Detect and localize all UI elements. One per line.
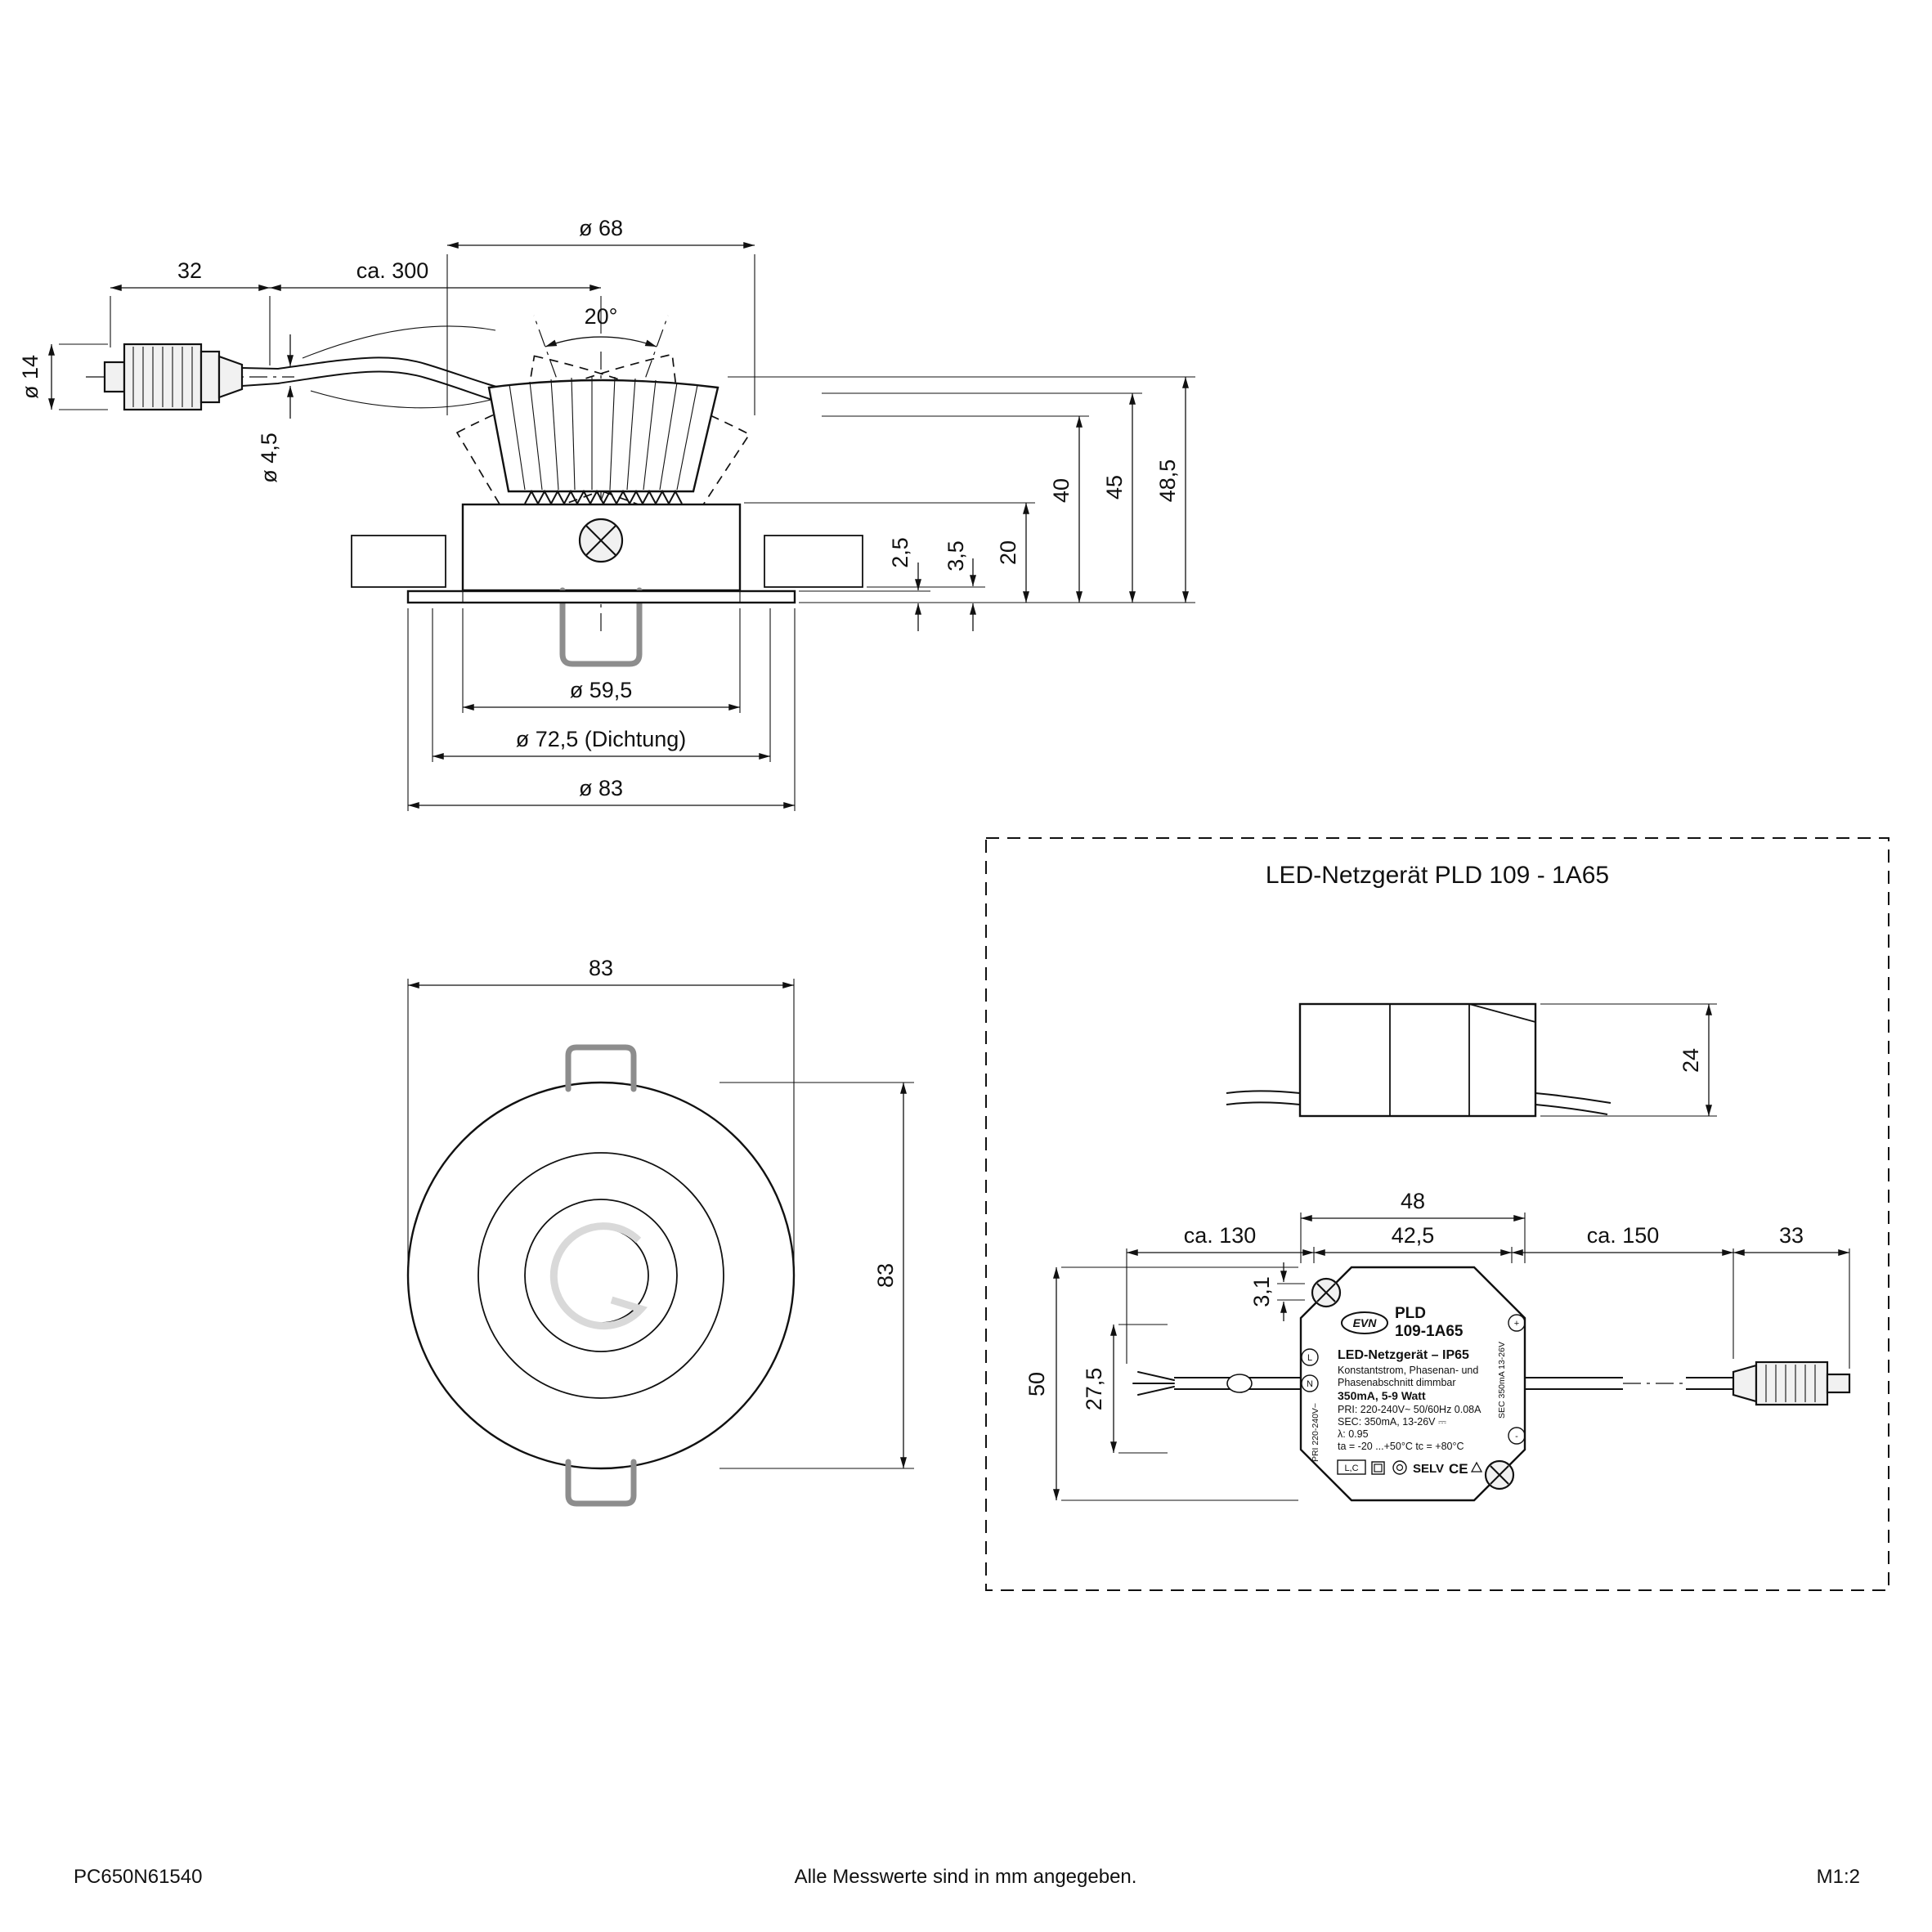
dim-body-height: 50 <box>1024 1372 1049 1396</box>
dim-diameter-top: ø 68 <box>579 216 623 240</box>
dim-body-width: 48 <box>1401 1189 1425 1213</box>
dim-inner-width: 42,5 <box>1392 1223 1435 1248</box>
evn-logo <box>1341 1311 1388 1334</box>
front-view: 83 83 <box>406 956 914 1507</box>
tilt-outlines <box>455 353 751 525</box>
pri-side: PRI 220-240V~ <box>1311 1403 1320 1462</box>
ce-mark: CE <box>1449 1461 1468 1477</box>
selv-mark: SELV <box>1413 1462 1444 1476</box>
dim-outer-diameter: ø 83 <box>579 776 623 800</box>
lc-box <box>1337 1459 1366 1475</box>
driver-body <box>1298 1002 1537 1118</box>
brand-text: EVN <box>1353 1316 1378 1329</box>
connector-nut <box>199 350 221 404</box>
cable <box>241 325 516 409</box>
mounting-housing <box>406 503 796 667</box>
dim-cable-length: ca. 300 <box>356 258 429 283</box>
ceiling-section <box>351 535 863 588</box>
driver-octagon <box>1299 1266 1526 1502</box>
terminal-plus-icon <box>1508 1314 1526 1332</box>
cable-break-symbol <box>1226 1374 1253 1393</box>
terminal-l-icon <box>1301 1348 1319 1366</box>
dim-cable-diameter: ø 4,5 <box>257 433 281 483</box>
model-line1: PLD <box>1395 1305 1426 1322</box>
ceiling-left <box>351 535 446 588</box>
trim-outer-circle <box>406 1081 796 1470</box>
dim-connector-length-2: 33 <box>1779 1223 1804 1248</box>
driver-cable-left <box>1132 1371 1301 1396</box>
dim-cable-offset: 27,5 <box>1082 1368 1106 1411</box>
connector-barrel-2 <box>1755 1360 1829 1406</box>
lens-watermark <box>549 1222 648 1330</box>
warning-triangle-icon <box>1470 1461 1483 1473</box>
temp-line: ta = -20 ...+50°C tc = +80°C <box>1338 1441 1464 1452</box>
connector-gland <box>217 355 244 399</box>
side-view: ø 68 32 ca. 300 ø 14 ø 4,5 20° <box>18 216 1195 811</box>
footer: PC650N61540 Alle Messwerte sind in mm an… <box>74 1866 1860 1888</box>
sec-side: SEC 350mA 13-26V <box>1497 1342 1507 1419</box>
sec-line: SEC: 350mA, 13-26V ⎓ <box>1338 1416 1446 1428</box>
cable-connector <box>103 343 244 411</box>
footer-left: PC650N61540 <box>74 1866 202 1888</box>
dimensions-driver: 48 42,5 ca. 130 ca. 150 33 3,1 <box>1024 1189 1850 1501</box>
dim-recess-upper: 20 <box>996 540 1020 565</box>
dim-height-45: 45 <box>1102 475 1127 500</box>
pri-line: PRI: 220-240V~ 50/60Hz 0.08A <box>1338 1404 1481 1415</box>
footer-right: M1:2 <box>1817 1866 1860 1888</box>
dim-tilt-angle: 20° <box>585 304 618 329</box>
trim-ring <box>406 589 796 604</box>
desc-line2: Phasenabschnitt dimmbar <box>1338 1377 1456 1388</box>
driver-section: LED-Netzgerät PLD 109 - 1A65 24 <box>985 837 1889 1591</box>
connector-tip <box>103 361 126 393</box>
connector-tip-2 <box>1826 1373 1851 1394</box>
lamp-body <box>487 376 719 493</box>
lens-ring-circle <box>524 1199 678 1352</box>
dim-gasket-diameter: ø 72,5 (Dichtung) <box>516 727 687 751</box>
type-line: LED-Netzgerät – IP65 <box>1338 1348 1469 1362</box>
spring-clip <box>559 587 643 667</box>
class2-icon <box>1371 1461 1385 1475</box>
power-line: 350mA, 5-9 Watt <box>1338 1389 1426 1402</box>
dim-cable-left: ca. 130 <box>1184 1223 1257 1248</box>
spring-clip-top <box>565 1044 637 1092</box>
dim-trim-offset: 3,5 <box>944 540 968 572</box>
dim-front-width: 83 <box>589 956 613 980</box>
ceiling-right <box>764 535 863 588</box>
terminal-l: L <box>1307 1353 1312 1363</box>
driver-top-view: EVN PLD 109-1A65 LED-Netzgerät – IP65 Ko… <box>1024 1189 1851 1502</box>
connector-gland-2 <box>1732 1364 1758 1403</box>
dimensions-front: 83 83 <box>407 956 914 1469</box>
dim-trim-thickness: 2,5 <box>888 537 912 568</box>
dim-connector-diameter: ø 14 <box>18 355 43 399</box>
terminal-plus: + <box>1514 1319 1519 1329</box>
driver-title: LED-Netzgerät PLD 109 - 1A65 <box>1266 862 1609 889</box>
desc-line1: Konstantstrom, Phasenan- und <box>1338 1365 1478 1376</box>
terminal-minus-icon <box>1508 1427 1526 1445</box>
dim-height-40: 40 <box>1049 478 1074 503</box>
independent-icon <box>1392 1460 1407 1475</box>
lambda-line: λ: 0.95 <box>1338 1428 1369 1440</box>
dim-driver-height: 24 <box>1679 1048 1703 1073</box>
terminal-minus: - <box>1515 1432 1518 1441</box>
lc-mark: L,C <box>1344 1464 1358 1473</box>
dim-front-height: 83 <box>873 1263 898 1288</box>
driver-cable-right <box>1525 1360 1851 1406</box>
driver-label: EVN PLD 109-1A65 LED-Netzgerät – IP65 Ko… <box>1301 1305 1526 1477</box>
driver-boundary <box>985 837 1889 1591</box>
dim-connector-length: 32 <box>177 258 202 283</box>
dimensions-side: ø 68 32 ca. 300 ø 14 ø 4,5 20° <box>18 216 1195 811</box>
terminal-n-icon <box>1301 1374 1319 1392</box>
dim-cable-right: ca. 150 <box>1587 1223 1660 1248</box>
terminal-n: N <box>1307 1379 1313 1389</box>
dim-cutout-diameter: ø 59,5 <box>570 678 633 702</box>
dim-hole-offset: 3,1 <box>1249 1276 1274 1307</box>
heatsink-fins <box>509 376 698 491</box>
footer-center: Alle Messwerte sind in mm angegeben. <box>795 1866 1137 1888</box>
driver-side-view: 24 <box>1226 1002 1717 1118</box>
dim-height-total: 48,5 <box>1155 459 1180 503</box>
spring-clip-bottom <box>565 1459 637 1507</box>
model-line2: 109-1A65 <box>1395 1323 1464 1340</box>
trim-inner-circle <box>477 1152 724 1399</box>
